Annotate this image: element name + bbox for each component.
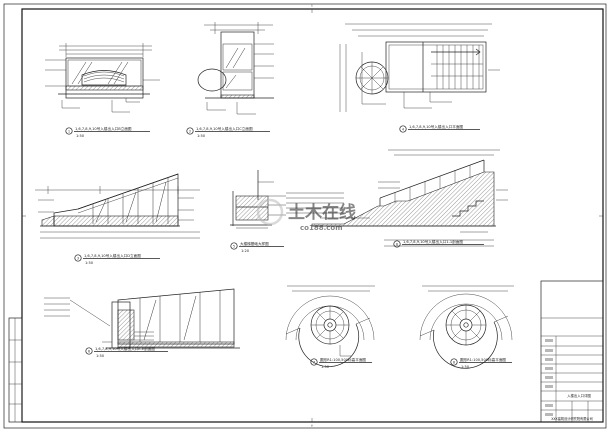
view-7-scale: 1:50 [321,365,330,369]
view-6-number: 6 [396,242,398,246]
view-1-caption: 1,6,7,8,9,10号入楼出入口B立面图 [75,126,132,131]
view-5-caption: 大楼梯基础大样图 [240,241,269,246]
view-8-scale: 1:50 [461,365,470,369]
view-7-spiral-plan: 7 圆形R1:100,500标高平面图 1:50 [285,285,375,369]
title-block-footer: XXX建筑设计研究院有限公司 [551,416,593,421]
view-1-scale: 1:50 [76,134,85,138]
svg-text:↓: ↓ [311,4,314,8]
view-5-notes [286,192,344,214]
view-2-caption: 1,6,7,8,9,10号入楼出入口C立面图 [196,126,253,131]
view-2-scale: 1:50 [197,134,206,138]
left-binding-strip [8,317,23,423]
view-3-elevation-d: 3 1,6,7,8,9,10号入楼出入口D立面图 1:50 [35,173,200,265]
view-1-elevation-b: 1 1,6,7,8,9,10号入楼出入口B立面图 1:50 [45,43,160,138]
view-3-number: 3 [77,256,79,260]
view-8-spiral-plan: 8 圆形R1:100,500标高平面图 1:50 [419,285,514,369]
sheet-border: ↓ ↑ [3,4,607,429]
drawing-title: 入楼出入口详图 [567,393,591,398]
view-5-number: 5 [233,244,235,248]
view-5-scale: 1:20 [241,249,250,253]
view-2-elevation-c: 2 1,6,7,8,9,10号入楼出入口C立面图 1:50 [186,22,274,138]
view-6b-scale: 1:50 [96,354,105,358]
view-4-plan: 4 1,6,7,8,9,10号入楼出入口平面图 [339,23,500,133]
view-4-number: 4 [402,127,404,131]
watermark-logo-text: 土木在线 [288,202,356,223]
view-8-caption: 圆形R1:100,500标高平面图 [460,357,506,362]
view-7-caption: 圆形R1:100,500标高平面图 [320,357,366,362]
view-2-number: 2 [189,129,191,133]
view-7-number: 7 [313,360,315,364]
view-6b-section-e-e: 6 1,6,7,8,9,10号入楼出入口E-E剖面图 1:50 [44,288,240,358]
svg-text:↑: ↑ [311,424,314,428]
watermark: 土木在线 co188.com [256,198,356,232]
watermark-url: co188.com [300,224,342,232]
view-4-caption: 1,6,7,8,9,10号入楼出入口平面图 [409,124,463,129]
view-1-number: 1 [68,129,70,133]
title-block: 入楼出入口详图 XXX建筑设计研究院有限公司 [540,280,604,423]
view-5-foundation-detail: 5 大楼梯基础大样图 1:20 [230,170,286,253]
view-6-section-1-1: 6 1,6,7,8,9,10号入楼出入口1-1剖面图 [311,149,508,248]
view-3-caption: 1,6,7,8,9,10号入楼出入口D立面图 [84,253,141,258]
view-8-number: 8 [453,360,455,364]
view-6b-number: 6 [88,349,90,353]
view-6-caption: 1,6,7,8,9,10号入楼出入口1-1剖面图 [403,239,463,244]
view-3-scale: 1:50 [85,261,94,265]
view-6b-caption: 1,6,7,8,9,10号入楼出入口E-E剖面图 [95,346,155,351]
